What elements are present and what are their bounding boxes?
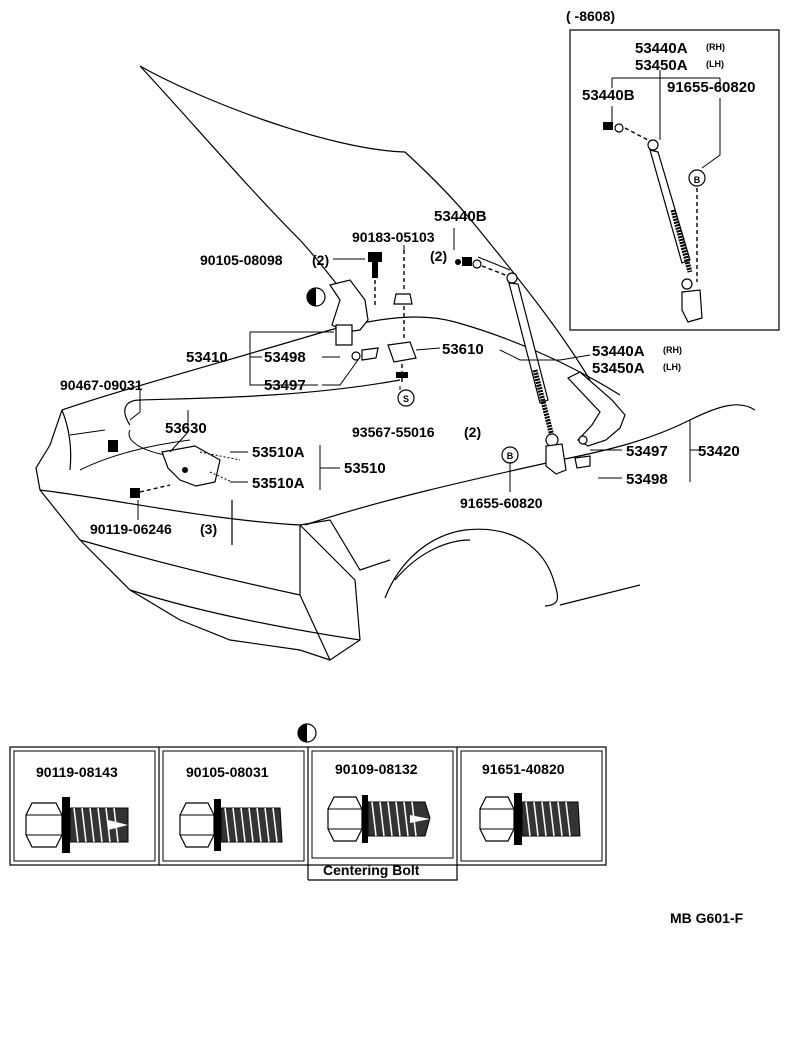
bolt-table-part-no-1: 90119-08143: [36, 764, 118, 780]
label-53510a-bottom: 53510A: [252, 475, 305, 492]
right-hood-hinge-part: [567, 371, 626, 469]
car-body-illustration: [35, 65, 756, 661]
hood-support-strut-part: [506, 272, 567, 475]
inset-strut-part: [647, 139, 703, 323]
label-91655-60820-main: 91655-60820: [460, 495, 543, 511]
label-53510a-top: 53510A: [252, 444, 305, 461]
marker-s: [397, 389, 415, 407]
hood-clip-part: [393, 250, 413, 340]
bolt-table-caption-3: Centering Bolt: [323, 862, 420, 878]
label-90105-08098-qty: (2): [312, 252, 329, 268]
inset-lh-suffix: (LH): [706, 59, 724, 69]
hood-lock-part: [387, 341, 417, 384]
left-hinge-bolt-part: [368, 252, 382, 305]
bolt-washer-icon: [479, 793, 581, 845]
inset-ball-stud-label: 53440B: [582, 87, 635, 104]
label-53497-left: 53497: [264, 377, 306, 394]
bolt-flanged-slotted-icon: [25, 797, 129, 853]
lock-bolt-part: [130, 484, 171, 498]
label-rh-suffix-main: (RH): [663, 345, 682, 355]
bolt-table-part-no-2: 90105-08031: [186, 764, 269, 780]
label-53440b: 53440B: [434, 208, 487, 225]
figure-code: MB G601-F: [670, 910, 744, 926]
inset-marker-b: [688, 169, 706, 187]
callout-labels: 90105-08098 (2) 90183-05103 53440B (2) 5…: [60, 208, 740, 537]
inset-marker-b-letter: B: [694, 175, 701, 185]
label-53440a-main: 53440A: [592, 343, 645, 360]
label-90467-09031: 90467-09031: [60, 377, 143, 393]
strut-ball-stud-part: [455, 257, 509, 277]
bolt-centering-icon: [327, 795, 431, 843]
inset-ball-stud-part: [603, 122, 649, 141]
marker-s-letter: S: [403, 394, 409, 404]
label-53610: 53610: [442, 341, 484, 358]
label-93567-55016: 93567-55016: [352, 424, 435, 440]
label-lh-suffix-main: (LH): [663, 362, 681, 372]
inset-date-range: ( -8608): [566, 8, 615, 24]
bolt-reference-table: 90119-08143 90105-08031 90109-08132: [9, 723, 607, 881]
marker-b-main-letter: B: [507, 451, 514, 461]
bolt-table-part-no-3: 90109-08132: [335, 761, 418, 777]
leader-lines: [129, 228, 700, 520]
label-53450a-main: 53450A: [592, 360, 645, 377]
marker-b-main: [501, 446, 519, 464]
inset-strut-rh-label: 53440A: [635, 40, 688, 57]
label-90105-08098: 90105-08098: [200, 252, 283, 268]
label-53420: 53420: [698, 443, 740, 460]
label-90119-06246: 90119-06246: [90, 521, 172, 537]
inset-early-model: ( -8608) 53440A (RH) 53450A (LH) 53440B …: [566, 8, 780, 331]
bolt-table-part-no-4: 91651-40820: [482, 761, 565, 777]
label-90183-05103: 90183-05103: [352, 229, 435, 245]
inset-rh-suffix: (RH): [706, 42, 725, 52]
hood-lock-assembly-part: [161, 445, 241, 487]
label-90119-06246-qty: (3): [200, 521, 217, 537]
left-hood-hinge-part: [329, 279, 379, 361]
inset-strut-lh-label: 53450A: [635, 57, 688, 74]
label-53497-right: 53497: [626, 443, 668, 460]
inset-bolt-label: 91655-60820: [667, 79, 755, 96]
label-53510: 53510: [344, 460, 386, 477]
inset-frame: [569, 29, 780, 331]
label-93567-55016-qty: (2): [464, 424, 481, 440]
label-53440b-qty: (2): [430, 248, 447, 264]
label-53498-left: 53498: [264, 349, 306, 366]
hood-release-cable-part: [108, 379, 401, 456]
label-53630: 53630: [165, 420, 207, 437]
bolt-flanged-icon: [179, 799, 283, 851]
label-53498-right: 53498: [626, 471, 668, 488]
label-53410: 53410: [186, 349, 228, 366]
